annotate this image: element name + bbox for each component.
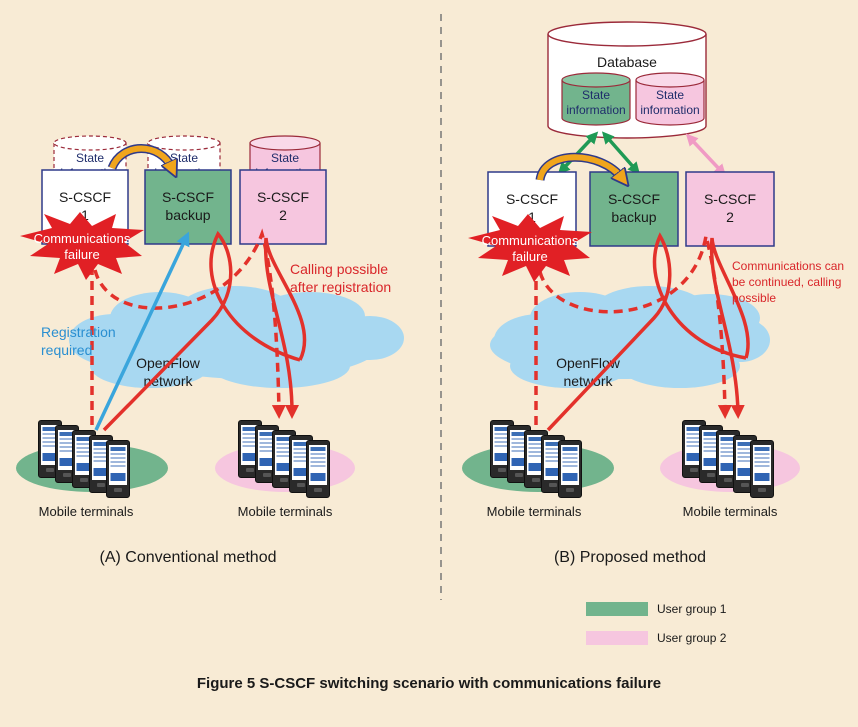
b-terminals-right-label: Mobile terminals bbox=[683, 504, 778, 519]
b-failure-label-line2: failure bbox=[512, 249, 547, 264]
terminals-right-label: Mobile terminals bbox=[238, 504, 333, 519]
b-new-call-path-return bbox=[709, 237, 750, 419]
calling-note-line2: after registration bbox=[290, 279, 391, 295]
new-call-path-return bbox=[263, 237, 307, 419]
server-b-s-cscf-backup: S-CSCF backup bbox=[589, 171, 679, 247]
server-b-backup-label-line1: S-CSCF bbox=[608, 191, 660, 207]
server-backup-label-line1: S-CSCF bbox=[162, 189, 214, 205]
sync-arrow-2 bbox=[685, 133, 727, 177]
communications-failure-burst-b: Communications failure bbox=[468, 214, 592, 282]
server1-label-line1: S-CSCF bbox=[59, 189, 111, 205]
server-backup-label-line2: backup bbox=[165, 207, 210, 223]
server2-label-line1: S-CSCF bbox=[257, 189, 309, 205]
legend-label-group2: User group 2 bbox=[657, 631, 727, 645]
database-label: Database bbox=[597, 54, 657, 70]
registration-path bbox=[94, 231, 190, 431]
network-b-label-line1: OpenFlow bbox=[556, 355, 621, 371]
registration-note-line1: Registration bbox=[41, 324, 116, 340]
panel-b-proposed: Database State information State informa… bbox=[462, 21, 844, 566]
legend-swatch-group2 bbox=[586, 631, 648, 645]
terminals-left-label: Mobile terminals bbox=[39, 504, 134, 519]
phone-icon bbox=[106, 440, 130, 498]
b-failure-label-line1: Communications bbox=[482, 233, 579, 248]
server1-label-line2: 1 bbox=[81, 207, 89, 223]
phone-icon bbox=[558, 440, 582, 498]
failure-label-line1: Communications bbox=[34, 231, 131, 246]
network-b-label-line2: network bbox=[563, 373, 613, 389]
phone-icon bbox=[306, 440, 330, 498]
db-state2-line1: State bbox=[656, 88, 684, 102]
continued-note-line3: possible bbox=[732, 291, 776, 305]
communications-failure-burst: Communications failure bbox=[20, 212, 144, 280]
cyl1-label-line1: State bbox=[76, 151, 104, 165]
server-b1-label-line2: 1 bbox=[528, 209, 536, 225]
db-state1-line1: State bbox=[582, 88, 610, 102]
legend: User group 1 User group 2 bbox=[586, 602, 727, 645]
panel-a-caption: (A) Conventional method bbox=[100, 549, 277, 566]
cyl2-label-line1: State bbox=[271, 151, 299, 165]
panel-a-conventional: State information State information Stat… bbox=[16, 135, 404, 566]
continued-note-line2: be continued, calling bbox=[732, 275, 841, 289]
server-b1-label-line1: S-CSCF bbox=[506, 191, 558, 207]
db-state2-line2: information bbox=[640, 103, 699, 117]
registration-note-line2: required bbox=[41, 342, 92, 358]
legend-swatch-group1 bbox=[586, 602, 648, 616]
calling-note-line1: Calling possible bbox=[290, 261, 388, 277]
state-transfer-arrow bbox=[109, 145, 172, 169]
sync-arrow-backup bbox=[601, 131, 641, 175]
panel-b-caption: (B) Proposed method bbox=[554, 549, 706, 566]
legend-label-group1: User group 1 bbox=[657, 602, 727, 616]
db-state1-line2: information bbox=[566, 103, 625, 117]
figure-caption: Figure 5 S-CSCF switching scenario with … bbox=[197, 675, 661, 692]
phone-icon bbox=[750, 440, 774, 498]
continued-note-line1: Communications can bbox=[732, 259, 844, 273]
b-new-call-path bbox=[546, 232, 747, 432]
database-cylinder: Database State information State informa… bbox=[547, 21, 707, 139]
server-b-s-cscf-2: S-CSCF 2 bbox=[685, 171, 775, 247]
b-transfer-arrow bbox=[537, 154, 622, 180]
server-b-backup-label-line2: backup bbox=[611, 209, 656, 225]
server-s-cscf-2: S-CSCF 2 bbox=[239, 169, 327, 245]
server2-label-line2: 2 bbox=[279, 207, 287, 223]
openflow-network-cloud: OpenFlow network bbox=[69, 286, 404, 389]
server-b2-label-line1: S-CSCF bbox=[704, 191, 756, 207]
b-terminals-left-label: Mobile terminals bbox=[487, 504, 582, 519]
failure-label-line2: failure bbox=[64, 247, 99, 262]
new-call-path bbox=[102, 230, 301, 432]
server-b2-label-line2: 2 bbox=[726, 209, 734, 225]
